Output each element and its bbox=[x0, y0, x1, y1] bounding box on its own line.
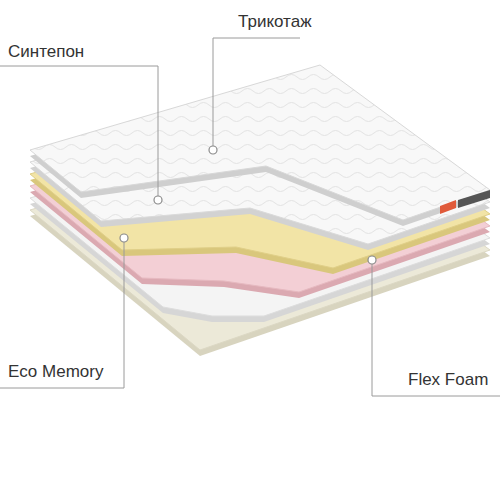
callout-dots bbox=[120, 146, 376, 264]
leader-lines bbox=[0, 38, 500, 396]
layer-label: Flex Foam bbox=[408, 370, 488, 390]
jersey-layer bbox=[30, 65, 490, 226]
side-badge bbox=[440, 200, 456, 214]
layer-label: Eco Memory bbox=[8, 362, 103, 382]
layer-label: Трикотаж bbox=[238, 12, 312, 32]
side-band bbox=[458, 190, 490, 208]
layer-label: Синтепон bbox=[8, 42, 84, 62]
